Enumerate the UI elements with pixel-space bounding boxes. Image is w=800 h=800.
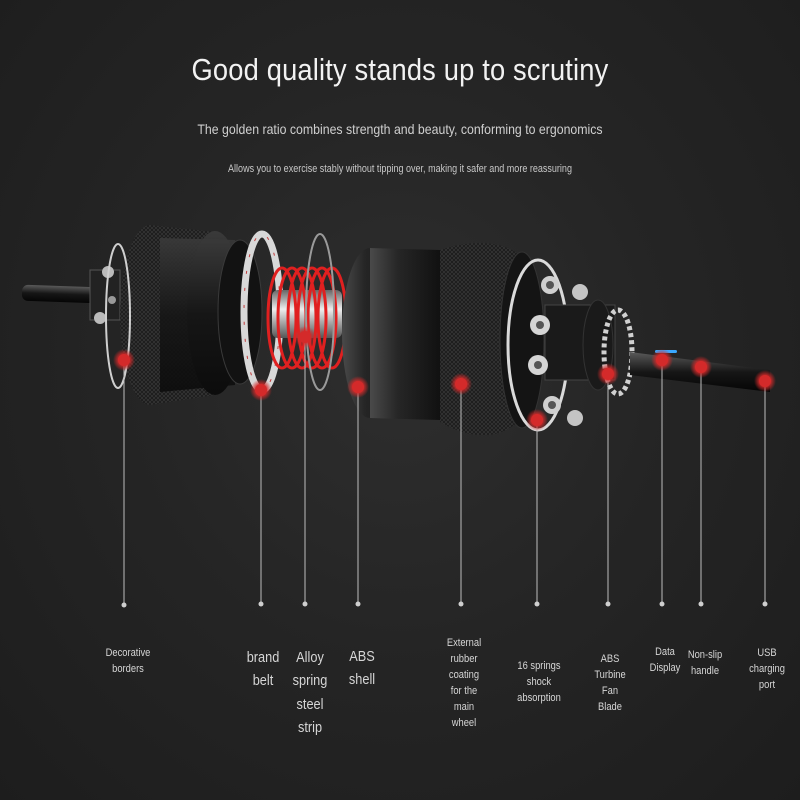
- callout-abs-shell: [347, 376, 369, 607]
- page-tagline: Allows you to exercise stably without ti…: [228, 163, 572, 175]
- callout-decorative-borders: [113, 349, 135, 608]
- callout-non-slip-handle: [690, 356, 712, 607]
- leader-end-dot: [258, 601, 264, 607]
- callout-label-brand-belt: brand belt: [246, 649, 280, 690]
- callout-markers: [113, 326, 776, 608]
- leader-end-dot: [762, 601, 768, 607]
- callout-label-abs-turbine-fan-blade: ABS Turbine Fan Blade: [594, 653, 626, 713]
- abs-shell: [342, 248, 440, 420]
- alloy-spring-assembly: [266, 233, 348, 391]
- callout-alloy-spring-steel-strip: [294, 326, 316, 607]
- callout-data-display: [651, 349, 673, 607]
- callout-abs-turbine-fan-blade: [597, 363, 619, 607]
- callout-16-springs-shock-absorption: [526, 409, 548, 607]
- callout-label-abs-shell: ABS shell: [348, 648, 376, 689]
- leader-end-dot: [302, 601, 308, 607]
- leader-end-dot: [534, 601, 540, 607]
- leader-end-dot: [605, 601, 611, 607]
- leader-end-dot: [659, 601, 665, 607]
- callout-label-16-springs-shock-absorption: 16 springs shock absorption: [517, 660, 561, 704]
- left-bearing-cluster: [89, 266, 121, 324]
- callout-external-rubber-coating: [450, 373, 472, 607]
- leader-end-dot: [698, 601, 704, 607]
- callout-brand-belt: [250, 379, 272, 607]
- leader-end-dot: [121, 602, 127, 608]
- callout-usb-charging-port: [754, 370, 776, 607]
- callout-label-usb-charging-port: USB charging port: [749, 647, 785, 691]
- callout-label-non-slip-handle: Non-slip handle: [687, 649, 723, 677]
- page-title: Good quality stands up to scrutiny: [191, 52, 609, 87]
- leader-end-dot: [355, 601, 361, 607]
- callout-label-external-rubber-coating: External rubber coating for the main whe…: [446, 637, 482, 729]
- callout-label-data-display: Data Display: [649, 646, 681, 674]
- left-main-wheel: [105, 225, 263, 405]
- page-subtitle: The golden ratio combines strength and b…: [197, 121, 603, 137]
- callout-label-decorative-borders: Decorative borders: [105, 647, 151, 675]
- left-handle-rod: [21, 284, 103, 304]
- callout-label-alloy-spring-steel-strip: Alloy spring steel strip: [292, 649, 328, 736]
- leader-end-dot: [458, 601, 464, 607]
